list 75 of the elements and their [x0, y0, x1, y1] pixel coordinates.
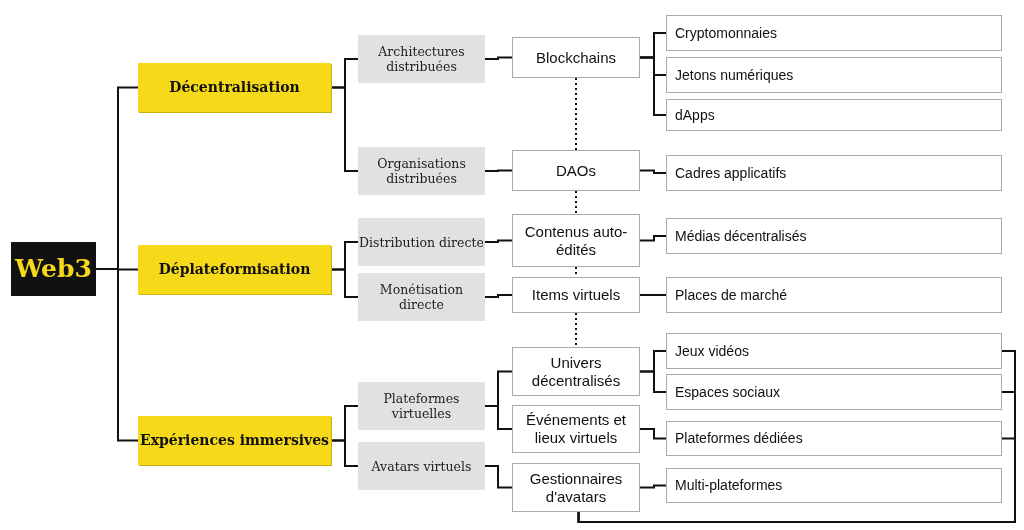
concept-box: [512, 37, 640, 78]
node-label: Univers décentralisés: [530, 353, 622, 390]
connector-line: [330, 86, 359, 172]
concept-box: [512, 277, 640, 313]
dotted-connector: [575, 77, 577, 151]
node-label: Jeux vidéos: [675, 342, 749, 360]
node-label: Déplateformisation: [158, 261, 311, 278]
connector-line: [639, 56, 667, 116]
node-label: Gestionnaires d'avatars: [528, 469, 624, 506]
concept-box: [512, 347, 640, 396]
category-box: [138, 63, 331, 112]
category-box: [138, 245, 331, 294]
application-box: [666, 374, 1002, 410]
subcategory-box: [358, 147, 485, 195]
node-label: Jetons numériques: [675, 66, 794, 84]
dotted-connector: [575, 312, 577, 348]
node-label: Médias décentralisés: [675, 227, 807, 245]
application-box: [666, 277, 1002, 313]
node-label: Architectures distribuées: [377, 44, 466, 74]
connector-line: [330, 268, 359, 298]
node-label: Blockchains: [535, 48, 616, 67]
application-box: [666, 99, 1002, 131]
node-label: Événements et lieux virtuels: [524, 411, 628, 447]
connector-line: [330, 439, 359, 467]
node-label: Organisations distribuées: [376, 156, 467, 186]
node-label: Monétisation directe: [378, 282, 465, 312]
connector-line: [484, 405, 513, 430]
concept-box: [512, 405, 640, 453]
application-box: [666, 15, 1002, 51]
title-box: [11, 242, 96, 296]
application-box: [666, 155, 1002, 191]
node-label: Items virtuels: [531, 286, 621, 304]
node-label: Places de marché: [675, 286, 788, 304]
connector-line: [484, 56, 513, 60]
node-label: Cryptomonnaies: [675, 24, 777, 42]
application-box: [666, 218, 1002, 254]
connector-line: [484, 239, 513, 243]
application-box: [666, 333, 1002, 369]
node-label: Multi-plateformes: [675, 477, 783, 494]
node-label: Web3: [15, 254, 92, 284]
connector-line: [484, 465, 513, 489]
connector-line: [95, 268, 139, 442]
category-box: [138, 416, 331, 465]
connector-line: [639, 235, 667, 242]
node-label: dApps: [675, 106, 715, 124]
subcategory-box: [358, 273, 485, 321]
application-box: [666, 57, 1002, 93]
concept-box: [512, 214, 640, 267]
node-label: Avatars virtuels: [371, 458, 472, 474]
connector-line: [484, 294, 513, 298]
subcategory-box: [358, 442, 485, 490]
application-box: [666, 421, 1002, 456]
connector-line: [577, 437, 1016, 523]
node-label: Plateformes dédiées: [675, 430, 803, 447]
node-label: Cadres applicatifs: [675, 164, 787, 182]
subcategory-box: [358, 35, 485, 83]
connector-line: [639, 484, 667, 489]
node-label: Expériences immersives: [139, 432, 329, 449]
node-label: Espaces sociaux: [675, 383, 781, 401]
connector-line: [639, 294, 667, 296]
application-box: [666, 468, 1002, 503]
connector-line: [639, 370, 667, 393]
concept-box: [512, 463, 640, 512]
node-label: Distribution directe: [359, 234, 484, 250]
connector-line: [639, 169, 667, 174]
node-label: Plateformes virtuelles: [382, 391, 461, 421]
node-label: Contenus auto-édités: [523, 222, 629, 259]
dotted-connector: [575, 190, 577, 215]
connector-line: [484, 169, 513, 172]
subcategory-box: [358, 218, 485, 266]
connector-line: [639, 428, 667, 440]
node-label: DAOs: [556, 161, 596, 180]
concept-box: [512, 150, 640, 191]
node-label: Décentralisation: [169, 79, 300, 96]
subcategory-box: [358, 382, 485, 430]
